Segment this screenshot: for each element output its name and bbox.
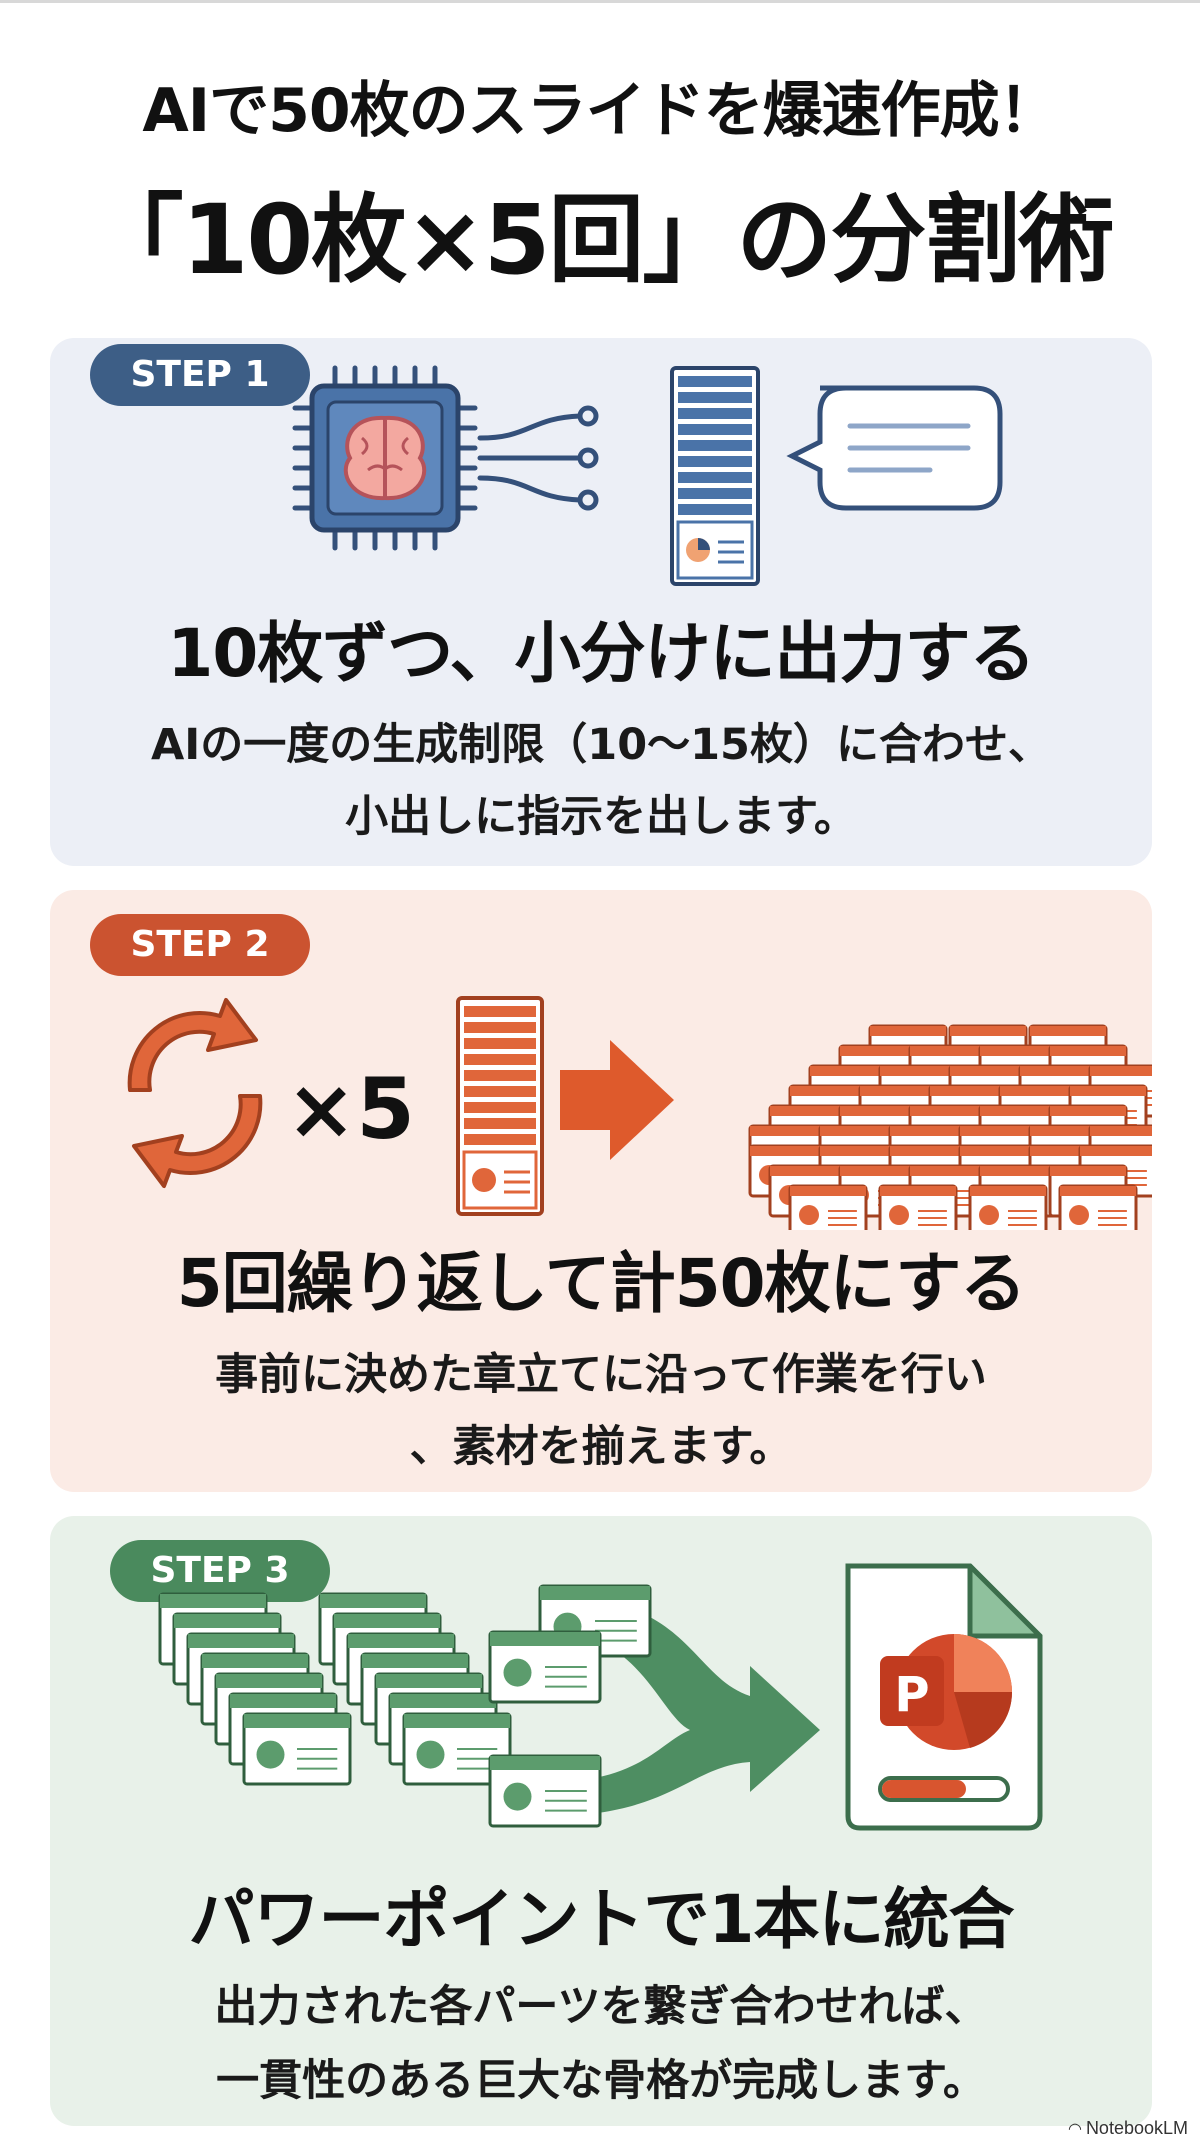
slide-card-icon xyxy=(1058,1184,1138,1230)
step1-body-line2: 小出しに指示を出します。 xyxy=(345,792,857,842)
step3-illustration: P xyxy=(158,1563,1043,1831)
step3-heading: パワーポイントで1本に統合 xyxy=(188,1881,1015,1958)
slide-card-icon xyxy=(878,1184,958,1230)
svg-text:P: P xyxy=(894,1667,929,1723)
step2-heading: 5回繰り返して計50枚にする xyxy=(176,1245,1026,1322)
step1-panel: STEP 1 xyxy=(50,338,1152,866)
step2-panel: STEP 2 ×5 5回繰り返して計50枚にする 事前に決めた章立てに xyxy=(50,890,1152,1492)
step1-badge: STEP 1 xyxy=(90,344,310,406)
step1-heading: 10枚ずつ、小分けに出力する xyxy=(167,615,1035,692)
slide-stacks-icon xyxy=(158,1584,652,1828)
footer-brand: ◠NotebookLM xyxy=(1068,2118,1188,2139)
slide-card-icon xyxy=(488,1754,602,1828)
ai-chip-icon xyxy=(292,365,478,551)
network-connector-icon xyxy=(477,405,599,511)
step3-body-line2: 一貫性のある巨大な骨格が完成します。 xyxy=(216,2056,986,2106)
slide-card-icon xyxy=(788,1184,868,1230)
multiplier-label: ×5 xyxy=(286,1060,415,1158)
step1-body-line1: AIの一度の生成制限（10〜15枚）に合わせ、 xyxy=(151,720,1051,770)
slide-card-icon xyxy=(968,1184,1048,1230)
powerpoint-file-icon: P xyxy=(845,1563,1043,1831)
step3-panel: STEP 3 P パワーポイントで1本に統合 出力された各パーツを繋ぎ合わせれば… xyxy=(50,1516,1152,2126)
page-title-line2: 「10枚×5回」の分割術 xyxy=(87,184,1115,296)
step2-badge: STEP 2 xyxy=(90,914,310,976)
repeat-icon xyxy=(127,998,263,1188)
step3-body-line1: 出力された各パーツを繋ぎ合わせれば、 xyxy=(214,1982,988,2032)
slide-pile-icon xyxy=(748,1024,1152,1230)
step3-badge: STEP 3 xyxy=(110,1540,330,1602)
slide-stack-icon xyxy=(456,996,544,1216)
step1-illustration xyxy=(292,365,1003,586)
top-divider xyxy=(0,0,1200,3)
step2-body-line2: 、素材を揃えます。 xyxy=(409,1422,793,1472)
step2-illustration: ×5 xyxy=(127,996,1152,1230)
notebooklm-logo-icon: ◠ xyxy=(1067,2121,1082,2138)
arrow-right-icon xyxy=(560,1040,674,1160)
step2-body-line1: 事前に決めた章立てに沿って作業を行い xyxy=(215,1350,987,1400)
slide-card-icon xyxy=(488,1630,602,1704)
speech-bubble-icon xyxy=(786,385,1003,511)
slide-stack-icon xyxy=(670,366,760,586)
slide-card-icon xyxy=(242,1712,352,1786)
page-title-line1: AIで50枚のスライドを爆速作成！ xyxy=(142,76,1058,146)
footer-brand-label: NotebookLM xyxy=(1085,2118,1188,2138)
